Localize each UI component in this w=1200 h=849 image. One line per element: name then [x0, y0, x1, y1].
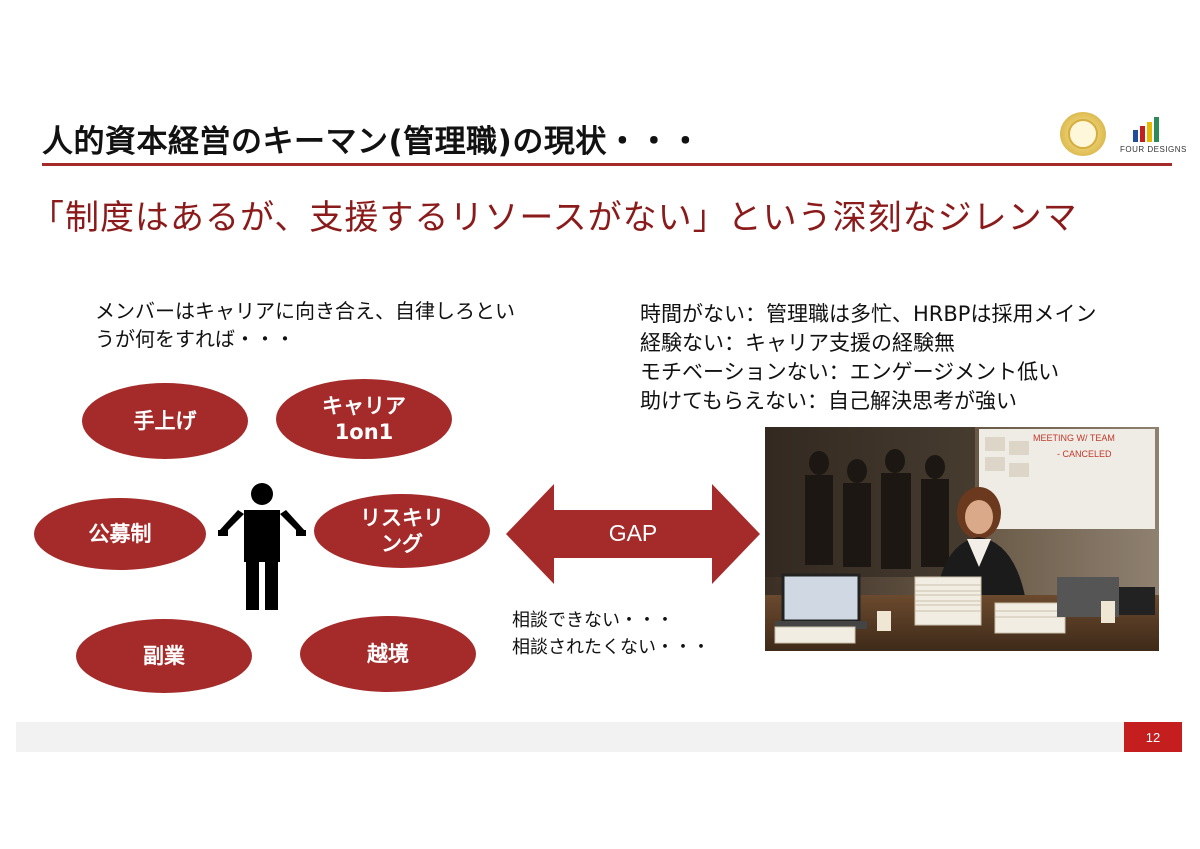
consult-line: 相談できない・・・ — [512, 610, 674, 631]
oval-label: リスキリ ング — [360, 506, 444, 556]
page-title: 人的資本経営のキーマン(管理職)の現状・・・ — [42, 124, 702, 160]
award-badge-icon — [1060, 112, 1106, 156]
gap-double-arrow-icon — [506, 484, 760, 584]
oval-te-age: 手上げ — [82, 383, 248, 459]
four-designs-logo-icon — [1133, 117, 1159, 142]
consult-line: 相談されたくない・・・ — [512, 637, 710, 658]
whiteboard-text: MEETING W/ TEAM — [1033, 433, 1115, 443]
page-number: 12 — [1124, 722, 1182, 752]
oval-label: キャリア 1on1 — [322, 394, 406, 444]
oval-koubo: 公募制 — [34, 498, 206, 570]
person-shrug-icon — [218, 483, 306, 610]
issue-line: 助けてもらえない：自己解決思考が強い — [640, 389, 1017, 413]
consult-text: 相談できない・・・ 相談されたくない・・・ — [512, 607, 710, 661]
oval-label: 手上げ — [133, 409, 197, 433]
oval-ekkyo: 越境 — [300, 616, 476, 692]
busy-manager-photo: MEETING W/ TEAM - CANCELED — [765, 427, 1159, 651]
oval-label: 副業 — [143, 644, 185, 668]
oval-fukugyo: 副業 — [76, 619, 252, 693]
footer-band — [16, 722, 1124, 752]
logo-text: FOUR DESIGNS — [1120, 145, 1187, 154]
oval-career-1on1: キャリア 1on1 — [276, 379, 452, 459]
subtitle: 「制度はあるが、支援するリソースがない」という深刻なジレンマ — [30, 198, 1078, 238]
oval-label: 公募制 — [88, 522, 152, 546]
title-divider — [42, 163, 1172, 166]
oval-label: 越境 — [367, 642, 409, 666]
gap-label: GAP — [608, 520, 658, 546]
whiteboard-text: - CANCELED — [1057, 449, 1112, 459]
manager-issues-list: 時間がない：管理職は多忙、HRBPは採用メイン 経験ない：キャリア支援の経験無 … — [640, 300, 1096, 416]
issue-line: 時間がない：管理職は多忙、HRBPは採用メイン — [640, 302, 1097, 326]
issue-line: 経験ない：キャリア支援の経験無 — [640, 331, 955, 355]
oval-reskilling: リスキリ ング — [314, 494, 490, 568]
member-caption: メンバーはキャリアに向き合え、自律しろというが何をすれば・・・ — [95, 299, 515, 351]
issue-line: モチベーションない：エンゲージメント低い — [640, 360, 1060, 384]
